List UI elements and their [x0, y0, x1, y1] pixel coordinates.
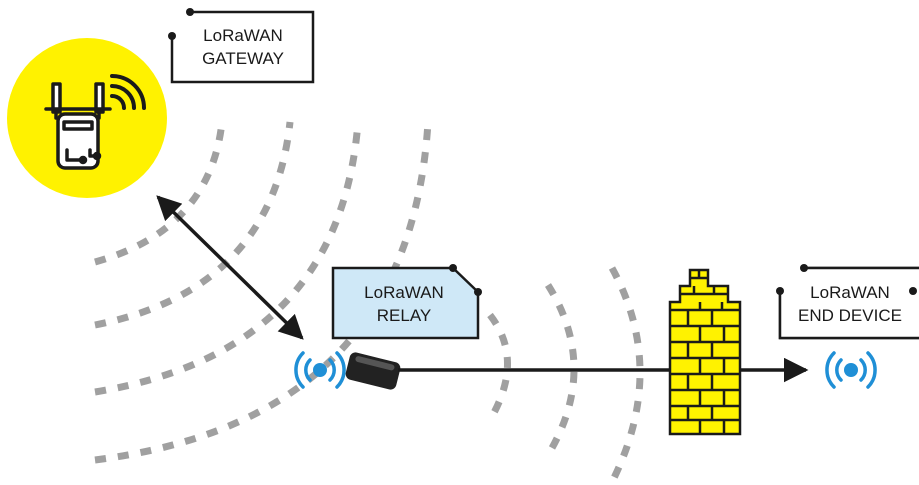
enddevice-callout: LoRaWAN END DEVICE [776, 264, 919, 340]
gateway-callout: LoRaWAN GATEWAY [168, 8, 315, 84]
relay-label-line2: RELAY [377, 306, 432, 325]
relay-label-line1: LoRaWAN [364, 283, 444, 302]
enddevice-label-line1: LoRaWAN [810, 283, 890, 302]
gateway-relay-link [156, 195, 304, 340]
enddevice-label-line2: END DEVICE [798, 306, 902, 325]
relay-device-icon [345, 352, 401, 390]
relay-waves [486, 266, 644, 484]
relay-broadcast-icon [294, 351, 346, 389]
wifi-signal-icon [110, 74, 146, 110]
gateway-antenna-icon [44, 82, 112, 170]
gateway-label-line1: LoRaWAN [203, 26, 283, 45]
gateway-label-line2: GATEWAY [202, 49, 284, 68]
brick-wall-icon [668, 268, 742, 436]
enddevice-broadcast-icon [825, 351, 877, 389]
relay-callout: LoRaWAN RELAY [331, 264, 482, 340]
